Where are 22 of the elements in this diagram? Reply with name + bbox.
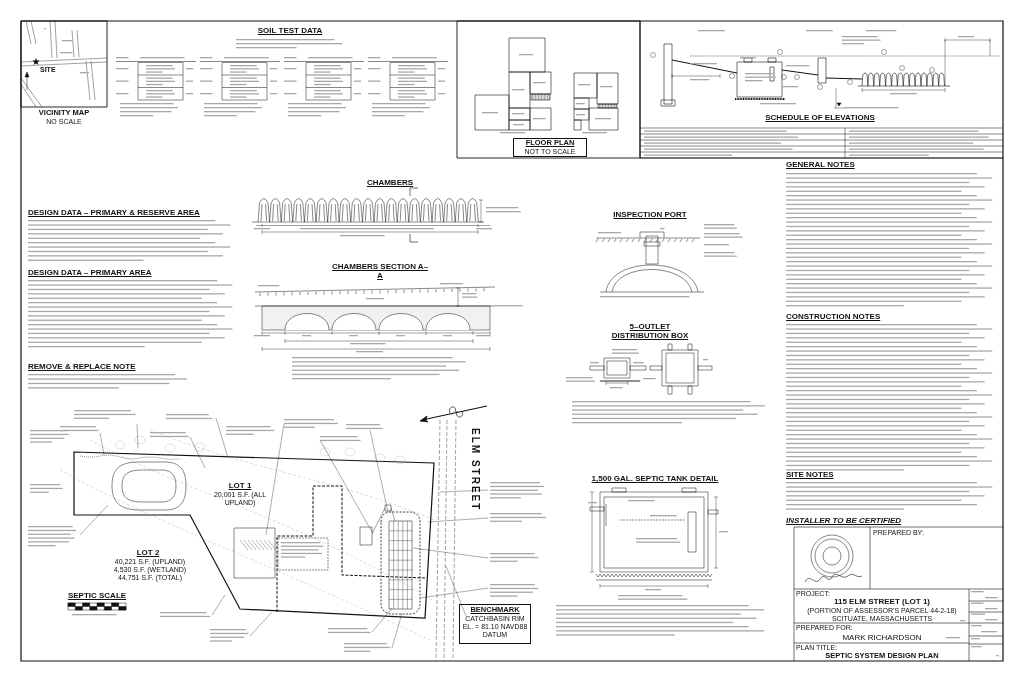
title-box xyxy=(513,138,587,157)
section-title: DESIGN DATA – PRIMARY AREA xyxy=(28,268,152,278)
benchmark-box xyxy=(459,604,531,644)
lot-label: LOT 2 xyxy=(135,548,161,558)
section-title: CHAMBERS xyxy=(365,178,415,188)
note-text: INSTALLER TO BE CERTIFIED xyxy=(786,516,902,526)
section-title: DESIGN DATA – PRIMARY & RESERVE AREA xyxy=(28,208,200,218)
section-title: CHAMBERS SECTION A–A xyxy=(330,262,430,281)
section-title: SCHEDULE OF ELEVATIONS xyxy=(764,113,876,123)
section-title: INSPECTION PORT xyxy=(612,210,688,220)
client-name: MARK RICHARDSON xyxy=(841,632,923,642)
section-title: 1,500 GAL. SEPTIC TANK DETAIL xyxy=(590,474,720,484)
section-title: REMOVE & REPLACE NOTE xyxy=(28,362,136,372)
section-title: GENERAL NOTES xyxy=(786,160,855,170)
section-title: SITE NOTES xyxy=(786,470,834,480)
section-title: SOIL TEST DATA xyxy=(256,26,324,36)
street-name: ELM STREET xyxy=(469,428,481,512)
lot-label: LOT 1 xyxy=(227,481,253,491)
section-title: CONSTRUCTION NOTES xyxy=(786,312,881,322)
project-name: 115 ELM STREET (LOT 1) xyxy=(833,597,931,607)
section-title: SEPTIC SCALE xyxy=(66,591,128,601)
section-title: 5–OUTLET DISTRIBUTION BOX xyxy=(610,322,690,341)
